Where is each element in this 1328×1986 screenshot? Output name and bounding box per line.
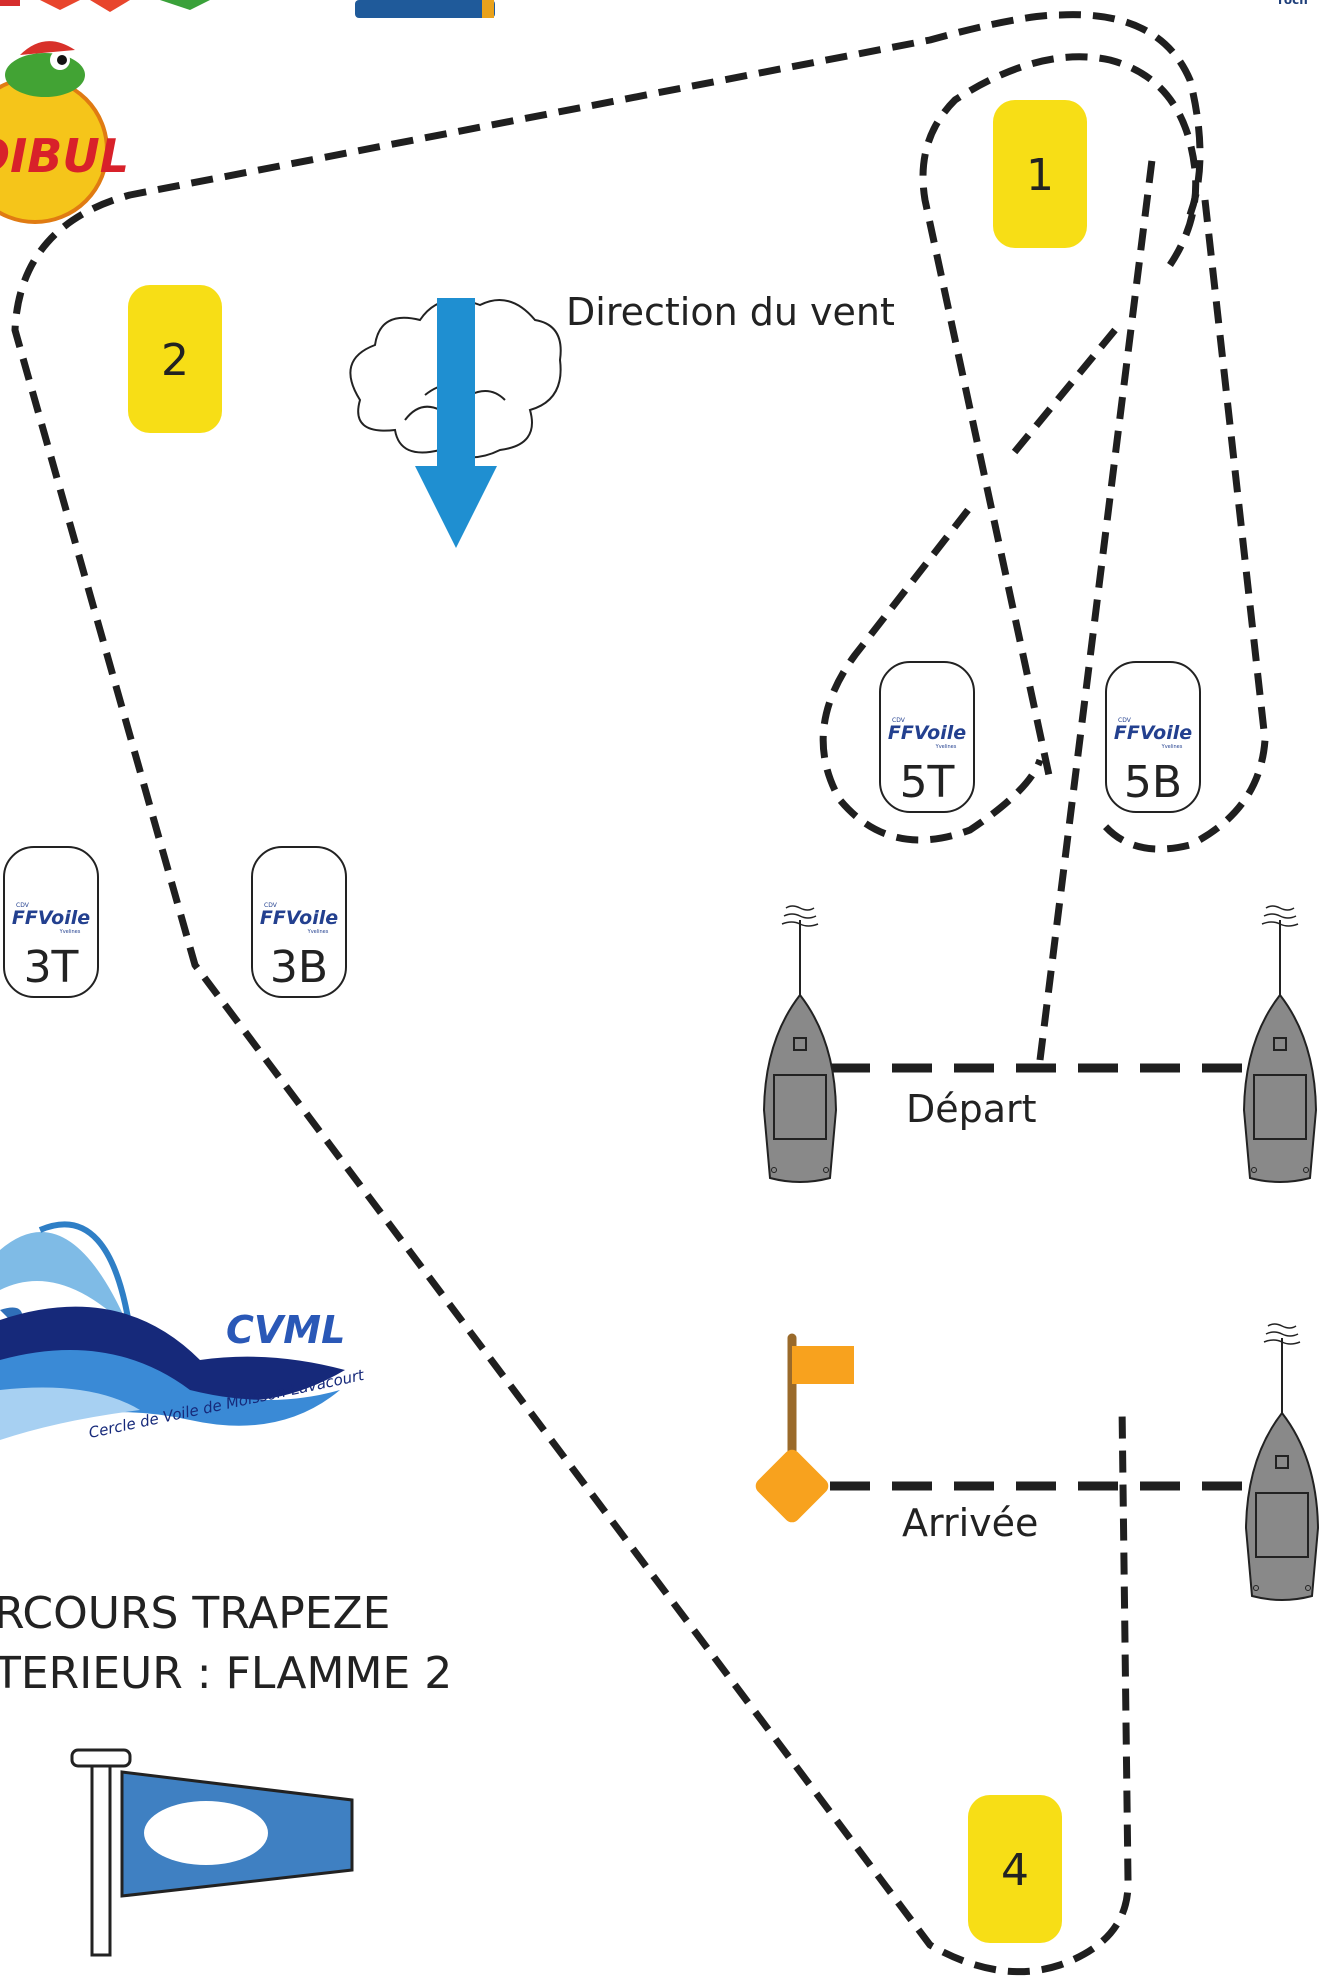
ffvoile-logo-5t: FFVoile [888,722,966,744]
mark-5b: FFVoile CDV Yvelines 5B [1105,661,1201,813]
mark-1: 1 [993,100,1087,248]
committee-boat-start-right [1242,905,1318,1183]
mark-2: 2 [128,285,222,433]
sponsor-logos-top: roch [0,0,1308,18]
mark-4-label: 4 [1001,1845,1029,1896]
ffvoile-cdv-5b: CDV [1118,717,1132,724]
ffvoile-sub-5b: Yvelines [1161,744,1183,750]
course-loop-5t [819,507,1044,844]
svg-text:roch: roch [1278,0,1308,7]
course-route [11,11,1269,1976]
mark-3t: FFVoile CDV Yvelines 3T [3,846,99,998]
mark-1-label: 1 [1026,150,1054,201]
cvml-logo-short: CVML [226,1308,345,1352]
course-loop-around-1 [919,53,1200,781]
ffvoile-logo-5b: FFVoile [1114,722,1192,744]
wind-indicator: Direction du vent [349,290,895,548]
mark-5b-label: 5B [1124,757,1182,808]
orange-flag-icon [792,1346,854,1384]
ffvoile-cdv-5t: CDV [892,717,906,724]
ffvoile-sub-3t: Yvelines [59,929,81,935]
cvml-club-logo: CVML Cercle de Voile de Moisson-Lavacour… [0,1221,367,1442]
mark-4: 4 [968,1795,1062,1943]
dibul-logo: DIBUL [0,41,129,224]
orange-buoy-icon [755,1449,829,1523]
ffvoile-logo-3t: FFVoile [12,907,90,929]
finish-label: Arrivée [902,1501,1038,1545]
mark-5t: FFVoile CDV Yvelines 5T [879,661,975,813]
course-loop-mark1 [1005,327,1118,463]
ffvoile-sub-3b: Yvelines [307,929,329,935]
mark-3b-label: 3B [270,942,328,993]
finish-buoy-flag [755,1333,854,1523]
wind-arrow-icon [437,298,475,466]
course-outer-line [11,11,1204,1976]
course-title-line2: TERIEUR : FLAMME 2 [0,1648,452,1699]
mark-3b: FFVoile CDV Yvelines 3B [251,846,347,998]
course-leg-start-to-1 [1036,159,1156,1061]
wind-label: Direction du vent [566,290,895,334]
wind-arrowhead-icon [415,466,497,548]
flag-white-oval-icon [144,1801,268,1865]
ffvoile-cdv-3b: CDV [264,902,278,909]
ffvoile-logo-3b: FFVoile [260,907,338,929]
ffvoile-cdv-3t: CDV [16,902,30,909]
mark-5t-label: 5T [900,757,955,808]
committee-boat-start-left [762,905,838,1183]
flag-pole-icon [90,1763,112,1957]
mark-3t-label: 3T [24,942,79,993]
course-title-line1: RCOURS TRAPEZE [0,1588,390,1639]
dibul-logo-text: DIBUL [0,129,129,183]
committee-boat-finish [1244,1323,1320,1601]
mark-2-label: 2 [161,335,189,386]
start-label: Départ [906,1087,1037,1131]
flamme-2-flag [70,1748,354,1957]
ffvoile-sub-5t: Yvelines [935,744,957,750]
